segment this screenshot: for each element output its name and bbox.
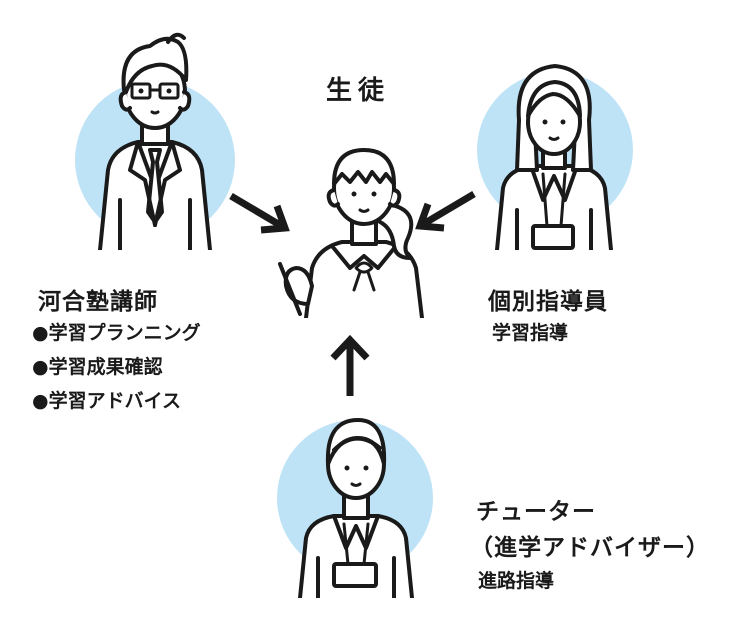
- tutor-subtitle: （進学アドバイザー）: [470, 535, 710, 561]
- teacher-icon: [75, 32, 235, 250]
- arrow-from-individual-guide: [415, 190, 476, 232]
- student-icon: [278, 148, 424, 318]
- student-title: 生徒: [326, 76, 391, 106]
- arrow-icon: [415, 190, 476, 232]
- instructor-item: ●学習成果確認: [32, 356, 163, 378]
- instructor-title: 河合塾講師: [38, 289, 158, 315]
- tutor-title: チューター: [476, 499, 596, 525]
- instructor-item: ●学習プランニング: [32, 322, 201, 344]
- tutor-icon: [277, 418, 433, 598]
- individual-guide-role: 学習指導: [492, 322, 569, 344]
- individual-guide-title: 個別指導員: [488, 289, 608, 315]
- instructor-item: ●学習アドバイス: [32, 390, 182, 412]
- tutor-role: 進路指導: [478, 570, 555, 592]
- arrow-from-instructor: [229, 192, 290, 234]
- female-staff-icon: [477, 64, 633, 250]
- arrow-icon: [229, 192, 290, 234]
- arrow-from-tutor: [330, 334, 370, 396]
- arrow-icon: [330, 334, 370, 396]
